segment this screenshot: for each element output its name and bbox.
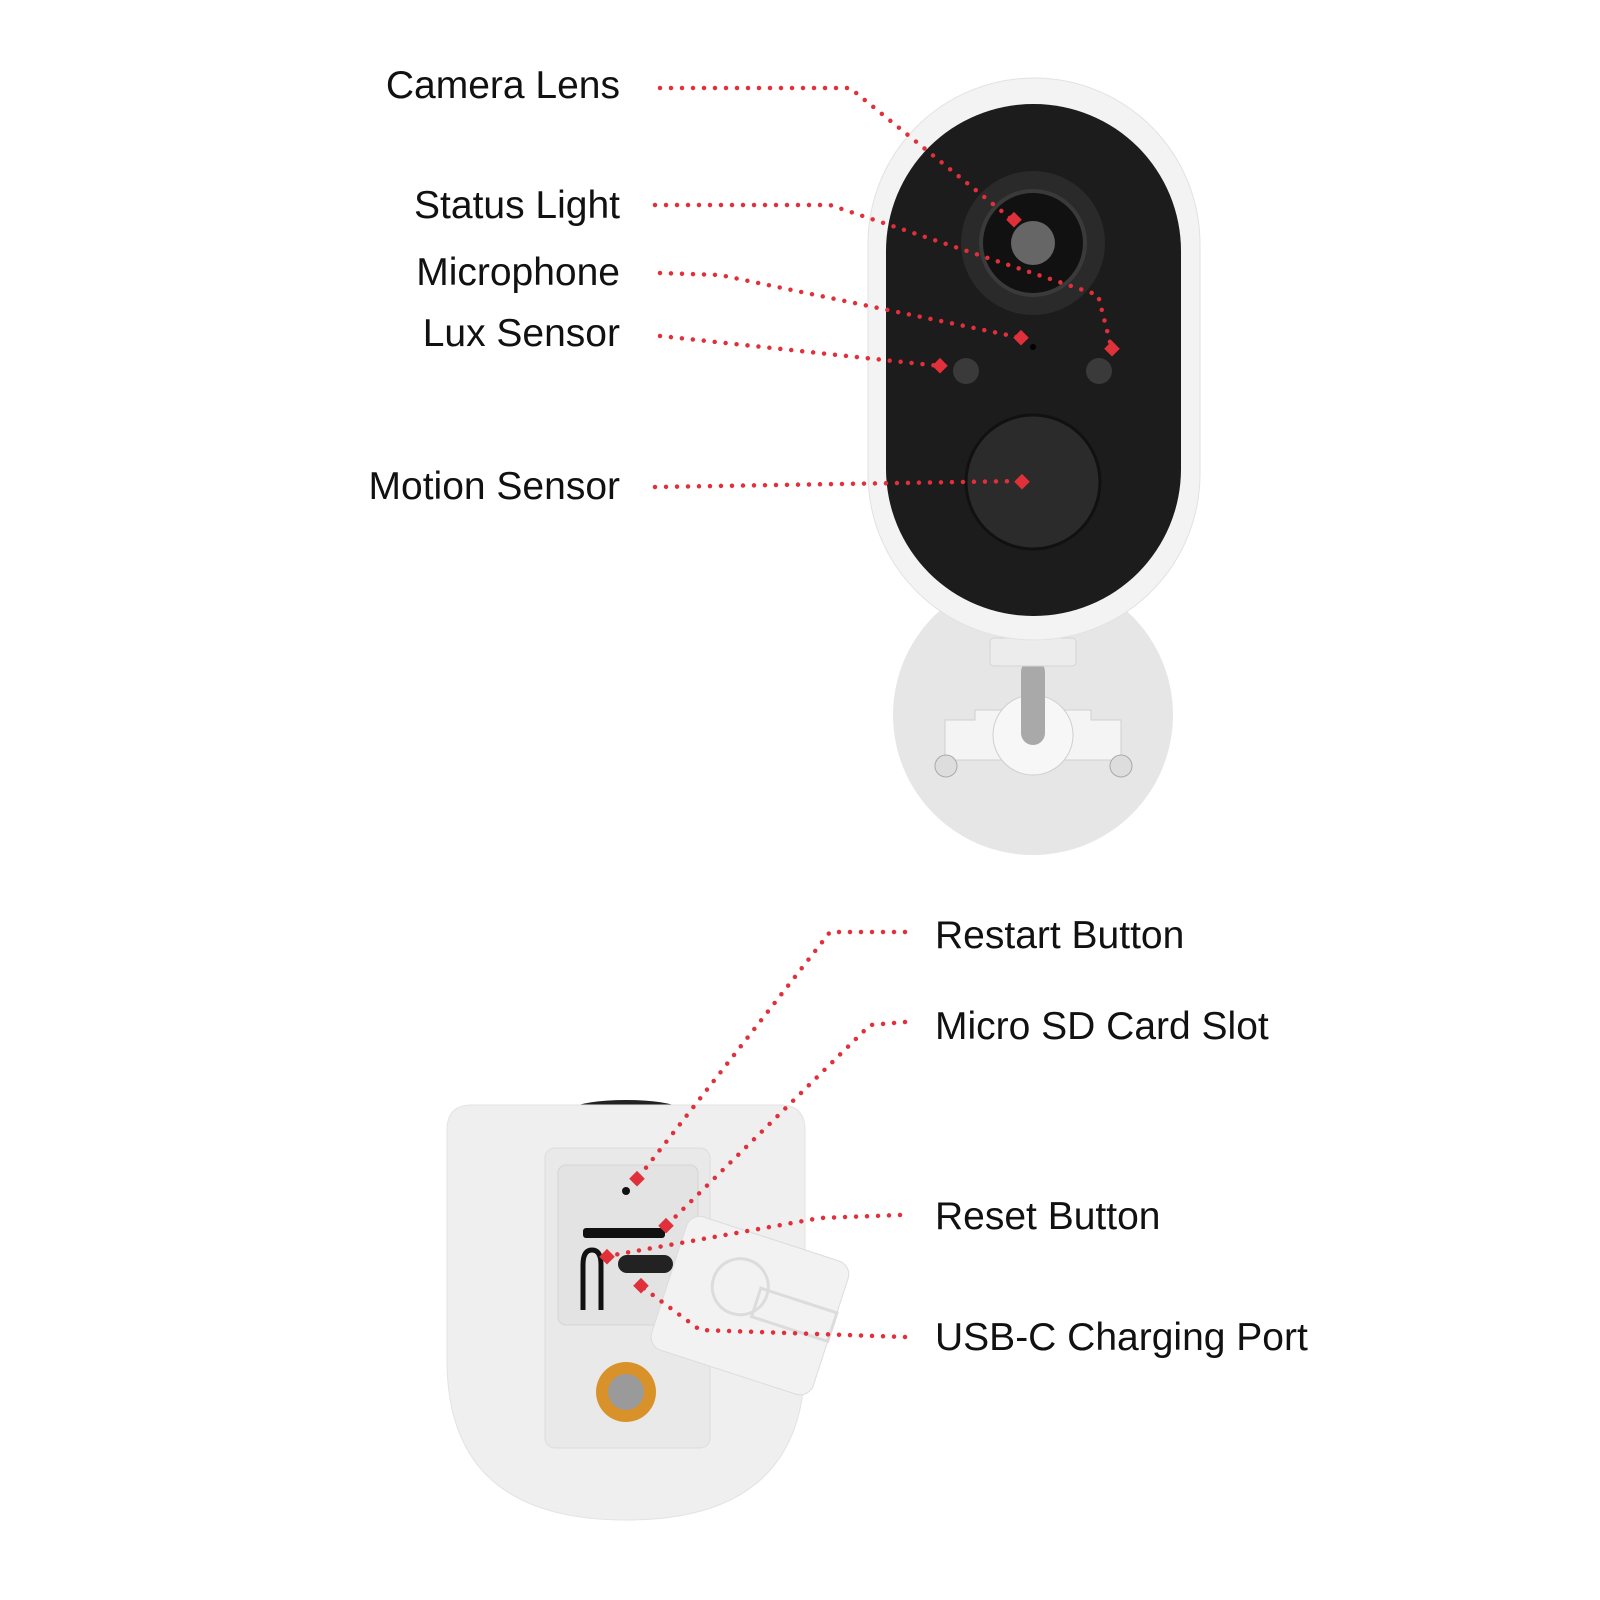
usb-c-port: [618, 1255, 673, 1273]
lux-sensor: [953, 358, 979, 384]
status-light: [1086, 358, 1112, 384]
label-micro-sd-slot: Micro SD Card Slot: [935, 1005, 1269, 1048]
tripod-mount-hole: [608, 1374, 644, 1410]
label-microphone: Microphone: [416, 251, 620, 294]
leader-microphone: [657, 270, 1025, 341]
motion-sensor: [964, 413, 1102, 551]
leader-camera-lens: [657, 85, 1018, 225]
bottom-camera: [446, 1100, 850, 1521]
lens-glass: [1011, 221, 1055, 265]
front-camera: [867, 77, 1201, 855]
label-lux-sensor: Lux Sensor: [422, 312, 620, 355]
leader-lux-sensor: [657, 333, 943, 369]
mount-stem: [1021, 660, 1045, 745]
leader-micro-sd: [664, 1019, 908, 1228]
camera-face: [886, 104, 1181, 616]
screw-icon: [1109, 754, 1133, 778]
label-usb-c-port: USB-C Charging Port: [935, 1316, 1308, 1359]
label-status-light: Status Light: [414, 184, 620, 227]
leader-lines: [599, 85, 1120, 1340]
microphone-hole: [1030, 344, 1036, 350]
micro-sd-slot: [583, 1228, 665, 1238]
restart-button: [622, 1187, 630, 1195]
reset-pin: [580, 1247, 604, 1310]
leader-restart-button: [635, 929, 908, 1181]
leader-status-light: [652, 202, 1115, 353]
label-reset-button: Reset Button: [935, 1195, 1161, 1238]
label-motion-sensor: Motion Sensor: [368, 465, 620, 508]
leader-usb-c: [639, 1284, 908, 1340]
leader-motion-sensor: [652, 478, 1025, 490]
mount-collar: [989, 637, 1077, 667]
label-restart-button: Restart Button: [935, 914, 1185, 957]
rubber-cover-tab: [650, 1215, 850, 1396]
screw-icon: [934, 754, 958, 778]
label-camera-lens: Camera Lens: [385, 64, 620, 107]
